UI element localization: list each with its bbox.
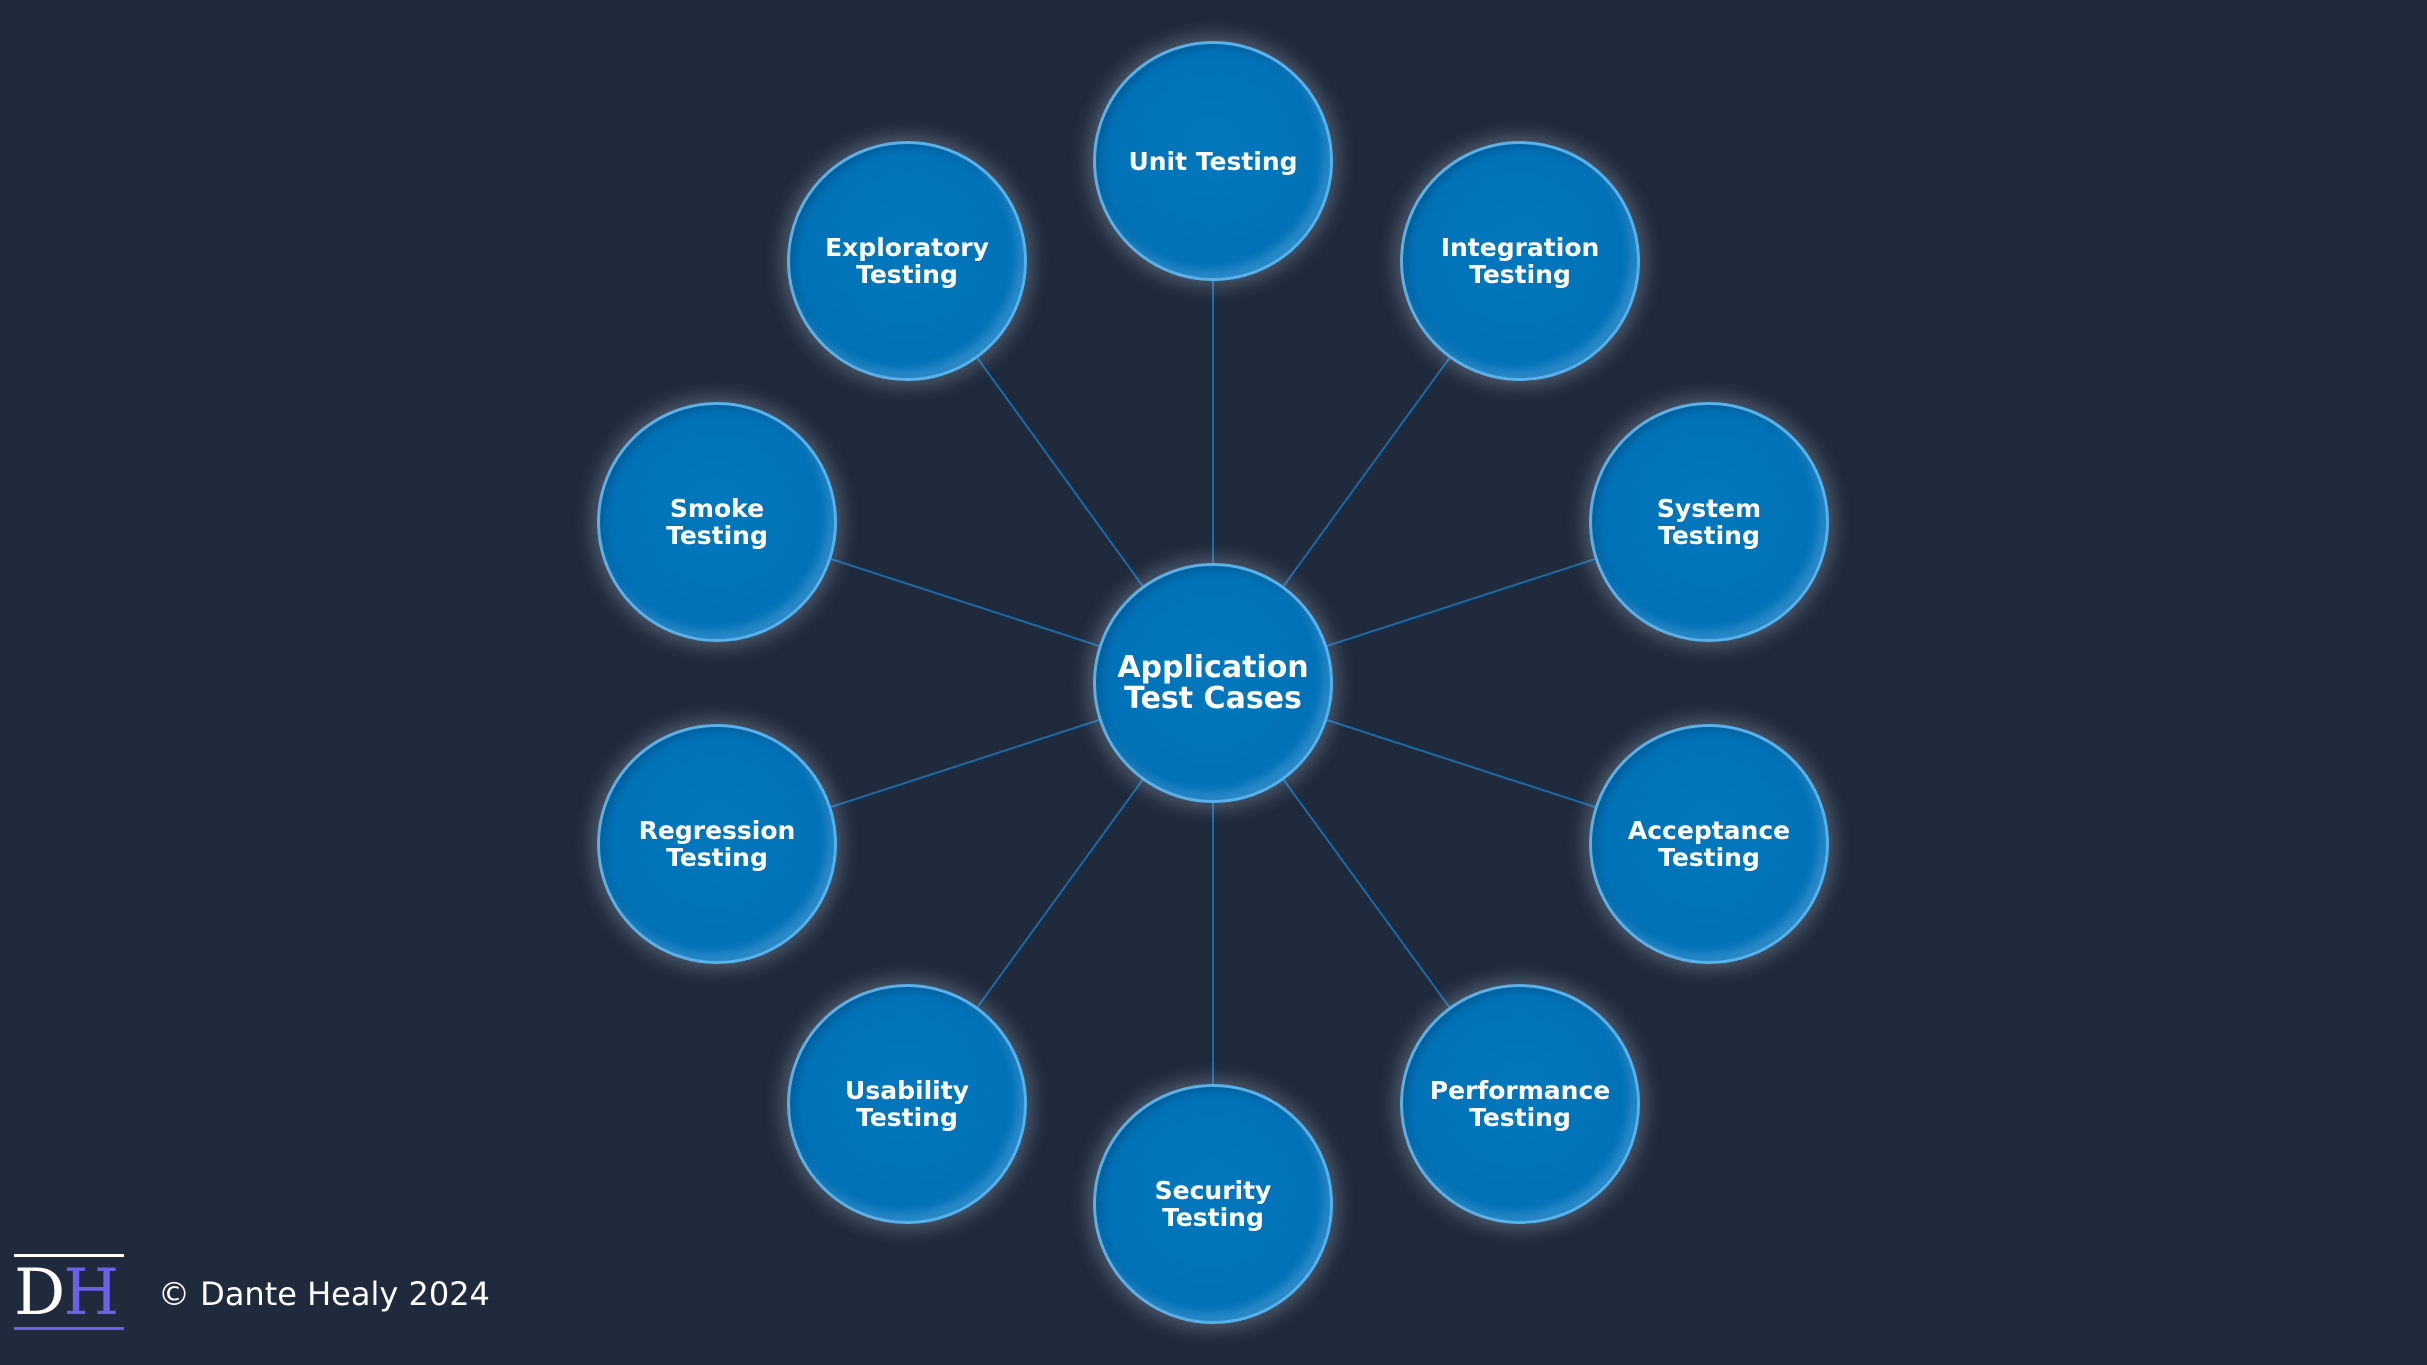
node-unit-testing: Unit Testing xyxy=(1093,41,1333,281)
node-usability-testing: Usability Testing xyxy=(787,984,1027,1224)
node-acceptance-testing: Acceptance Testing xyxy=(1589,724,1829,964)
logo-letters: DH xyxy=(14,1260,124,1326)
logo-letter-d: D xyxy=(14,1256,65,1330)
node-system-testing: System Testing xyxy=(1589,402,1829,642)
logo-bottom-rule xyxy=(14,1327,124,1330)
logo-top-rule xyxy=(14,1254,124,1257)
node-exploratory-testing: Exploratory Testing xyxy=(787,141,1027,381)
node-integration-testing: Integration Testing xyxy=(1400,141,1640,381)
node-security-testing: Security Testing xyxy=(1093,1084,1333,1324)
dh-logo: DH xyxy=(14,1254,124,1332)
logo-letter-h: H xyxy=(63,1256,119,1330)
node-smoke-testing: Smoke Testing xyxy=(597,402,837,642)
hub-application-test-cases: Application Test Cases xyxy=(1093,563,1333,803)
node-performance-testing: Performance Testing xyxy=(1400,984,1640,1224)
copyright-notice: © Dante Healy 2024 xyxy=(158,1275,490,1313)
node-regression-testing: Regression Testing xyxy=(597,724,837,964)
